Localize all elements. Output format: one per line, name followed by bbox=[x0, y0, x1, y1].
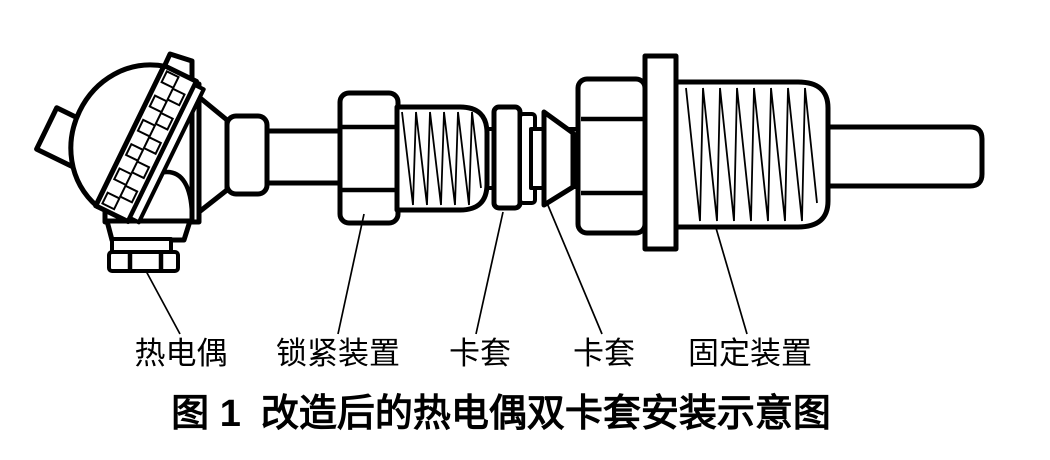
ferrule-rear-part bbox=[541, 109, 584, 208]
neck-tube bbox=[262, 128, 345, 186]
head-cone bbox=[196, 94, 230, 215]
thermocouple-head bbox=[34, 51, 345, 273]
cap-rim-strip bbox=[127, 82, 206, 225]
probe-tube bbox=[823, 124, 985, 189]
locking-device-nut bbox=[337, 90, 401, 226]
figure-caption-title: 改造后的热电偶双卡套安装示意图 bbox=[261, 393, 831, 435]
figure-caption: 图 1 改造后的热电偶双卡套安装示意图 bbox=[171, 393, 831, 435]
label-thermocouple: 热电偶 bbox=[135, 336, 228, 371]
leader-lines bbox=[145, 202, 748, 335]
fixing-flange-plate bbox=[642, 53, 679, 252]
head-bottom-taper bbox=[104, 218, 193, 243]
label-fixing-device: 固定装置 bbox=[688, 336, 812, 371]
leader-ferrule-rear bbox=[546, 202, 603, 335]
fixing-hex-body bbox=[575, 76, 648, 236]
head-hex-nut bbox=[107, 250, 180, 273]
label-locking-device: 锁紧装置 bbox=[276, 336, 400, 371]
leader-thermocouple bbox=[145, 270, 181, 335]
label-ferrule-rear: 卡套 bbox=[573, 336, 635, 371]
cap-dome bbox=[68, 62, 169, 210]
ferrule-front-part bbox=[491, 104, 537, 211]
part-labels: 热电偶 锁紧装置 卡套 卡套 固定装置 bbox=[135, 336, 813, 371]
ferrule-rear-wedge bbox=[541, 109, 576, 208]
thread-lines-front bbox=[401, 111, 482, 206]
leader-locking-device bbox=[337, 213, 365, 335]
label-ferrule-front: 卡套 bbox=[449, 336, 511, 371]
head-cover-cap bbox=[34, 62, 206, 225]
thread-lines-rear bbox=[685, 87, 818, 222]
leader-fixing-device bbox=[715, 227, 748, 335]
ferrule-front-ring bbox=[491, 104, 523, 211]
fixing-device-part bbox=[575, 53, 985, 252]
neck-collar bbox=[224, 113, 270, 197]
thread-section-front bbox=[394, 104, 502, 213]
cap-knurl-squares bbox=[101, 70, 186, 211]
figure-caption-number: 图 1 bbox=[171, 393, 241, 435]
leader-ferrule-front bbox=[475, 211, 504, 335]
